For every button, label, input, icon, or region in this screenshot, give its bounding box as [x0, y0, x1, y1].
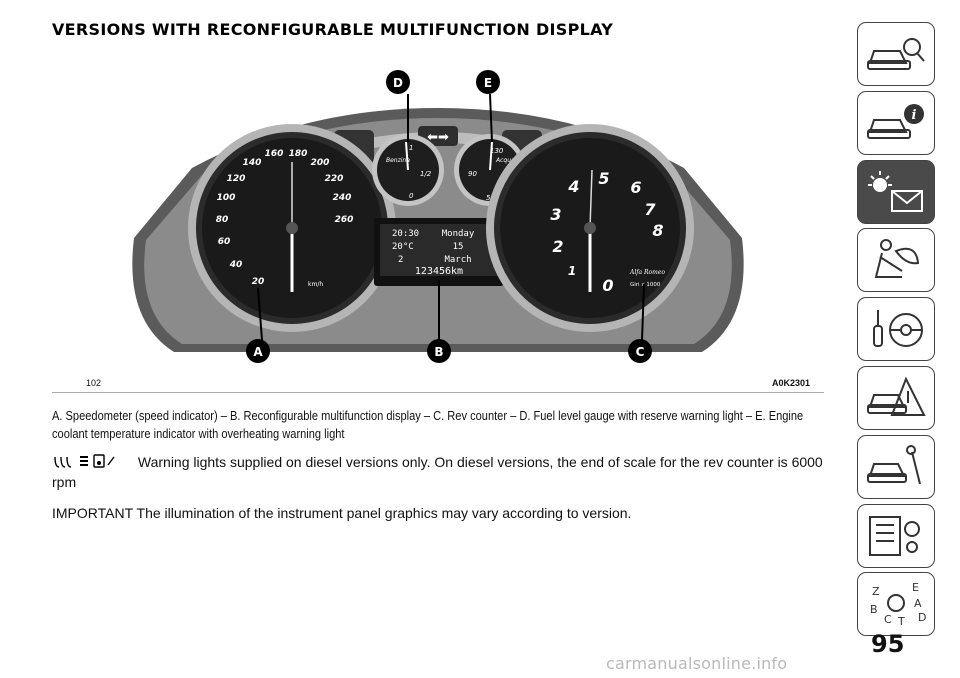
speed-tick: 220 — [325, 174, 344, 184]
rev-tick: 0 — [602, 276, 613, 295]
rev-tick: 4 — [567, 177, 579, 196]
display-date: 15 — [453, 242, 464, 252]
fuel-tick: 1/2 — [420, 170, 432, 178]
page-number: 95 — [871, 630, 905, 658]
svg-text:T: T — [897, 615, 905, 628]
rev-tick: 6 — [630, 178, 641, 197]
svg-text:i: i — [912, 108, 917, 123]
glow-plug-icon — [54, 456, 72, 468]
display-time: 20:30 — [392, 229, 419, 239]
speed-tick: 260 — [335, 215, 354, 225]
fuel-filter-icon — [93, 454, 105, 468]
svg-text:Z: Z — [872, 585, 880, 598]
speed-unit: km/h — [308, 281, 323, 288]
speed-tick: 20 — [252, 277, 265, 287]
diesel-note-text: Warning lights supplied on diesel versio… — [52, 454, 823, 490]
tab-warning-lights[interactable] — [857, 159, 935, 224]
diesel-warning-icons — [54, 454, 115, 468]
svg-text:C: C — [884, 613, 892, 626]
watermark: carmanualsonline.info — [606, 654, 788, 673]
rev-tick: 8 — [652, 221, 663, 240]
tab-accident[interactable] — [857, 365, 935, 430]
speed-tick: 140 — [243, 158, 262, 168]
display-day: Monday — [442, 229, 475, 239]
airbag-seat-icon — [874, 239, 920, 279]
display-odometer: 123456km — [415, 266, 463, 277]
callout-e: E — [484, 76, 492, 90]
tab-airbag[interactable] — [857, 228, 935, 293]
temp-tick: 90 — [468, 170, 477, 178]
multifunction-display: 20:30 20°C 2 Monday 15 March 123456km — [374, 218, 504, 286]
speed-tick: 240 — [333, 193, 352, 203]
temp-label: Acqua°C — [495, 157, 523, 164]
figure-number: 102 — [86, 378, 102, 388]
speed-tick: 120 — [227, 174, 246, 184]
car-wrench-icon — [867, 444, 921, 485]
rev-tick: 1 — [568, 264, 576, 278]
svg-text:A: A — [914, 597, 922, 610]
display-month: March — [444, 255, 471, 265]
figure-code: A0K2301 — [772, 378, 811, 388]
page-heading: VERSIONS WITH RECONFIGURABLE MULTIFUNCTI… — [52, 20, 614, 39]
rev-tick: 7 — [644, 200, 656, 219]
display-gear: 2 — [398, 255, 403, 265]
rev-tick: 2 — [552, 237, 563, 256]
svg-text:E: E — [912, 581, 919, 594]
fuel-label: Benzina — [386, 157, 410, 164]
tab-car-info[interactable]: i — [857, 90, 935, 155]
callout-c: C — [636, 345, 645, 359]
temp-tick: 130 — [490, 147, 504, 155]
speed-tick: 80 — [216, 215, 229, 225]
important-note: IMPORTANT The illumination of the instru… — [52, 505, 632, 521]
tab-key-steering[interactable] — [857, 297, 935, 362]
svg-text:B: B — [870, 603, 878, 616]
svg-text:D: D — [918, 611, 926, 624]
tab-maintenance[interactable] — [857, 434, 935, 499]
speed-tick: 180 — [289, 149, 308, 159]
svg-text:⬅➡: ⬅➡ — [427, 130, 449, 145]
warning-light-message-icon — [868, 170, 923, 212]
rev-tick: 5 — [598, 169, 609, 188]
tab-technical-data[interactable] — [857, 503, 935, 568]
callout-a: A — [253, 345, 263, 359]
fuel-gauge: Benzina 1 1/2 0 — [372, 134, 444, 206]
speed-tick: 40 — [229, 260, 243, 270]
divider — [52, 392, 824, 393]
speedometer-gauge: 20 40 60 80 100 120 140 160 180 200 220 … — [188, 124, 396, 332]
callout-b: B — [434, 345, 443, 359]
list-gear-icon — [869, 515, 920, 556]
rev-tick: 3 — [550, 205, 561, 224]
speed-tick: 100 — [217, 193, 236, 203]
figure-caption: A. Speedometer (speed indicator) – B. Re… — [52, 408, 804, 441]
rev-brand: Alfa Romeo — [629, 269, 665, 276]
speed-tick: 60 — [218, 237, 231, 247]
display-temp: 20°C — [392, 242, 414, 252]
diesel-note: Warning lights supplied on diesel versio… — [52, 452, 830, 492]
key-steering-icon — [873, 310, 923, 348]
instrument-cluster-figure: ⬅➡ 20 40 60 80 100 120 140 160 180 200 2… — [132, 70, 744, 363]
speed-tick: 200 — [311, 158, 330, 168]
tab-car-search[interactable] — [857, 22, 935, 86]
rev-unit: Giri x 1000 — [630, 282, 661, 288]
car-search-icon — [867, 38, 925, 70]
rev-counter-gauge: 0 1 2 3 4 5 6 7 8 Alfa Romeo Giri x 1000 — [486, 124, 694, 332]
fuel-tick: 1 — [409, 144, 413, 152]
car-accident-icon — [867, 376, 926, 416]
callout-d: D — [393, 76, 403, 90]
speed-tick: 160 — [265, 149, 284, 159]
fuel-tick: 0 — [409, 192, 414, 200]
car-info-icon: i — [867, 103, 924, 139]
